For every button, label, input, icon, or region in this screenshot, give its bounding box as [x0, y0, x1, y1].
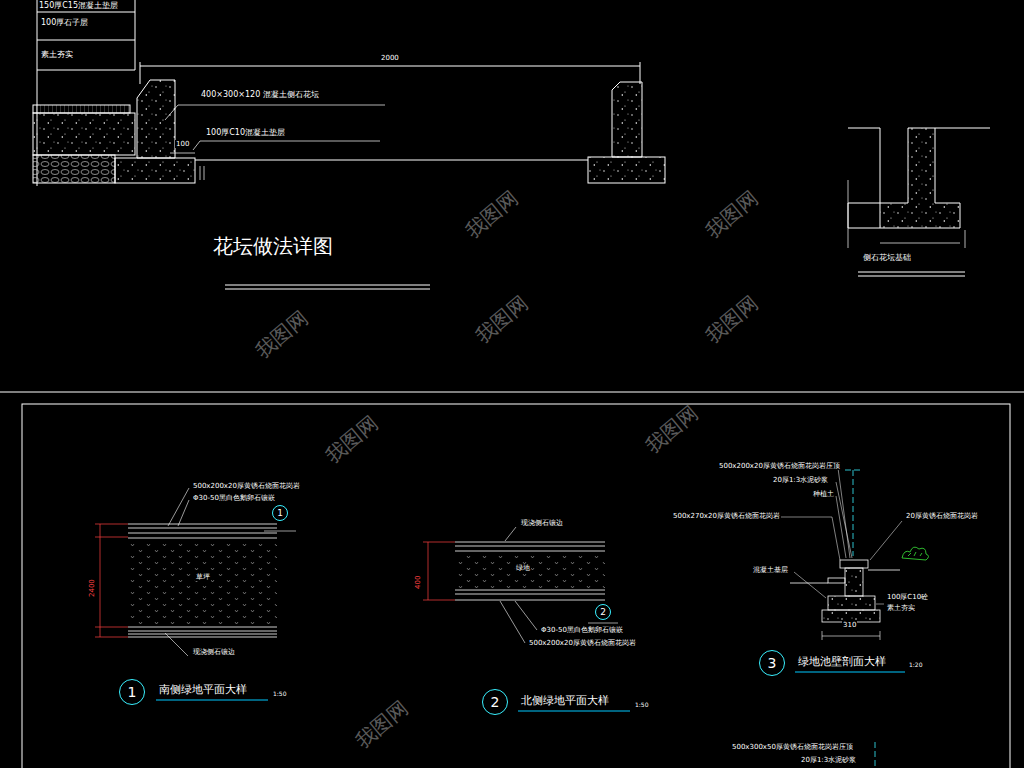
detail-title: 侧石花坛基础: [862, 253, 912, 263]
material-note: 100厚C10砼: [886, 593, 929, 601]
material-note: 混凝土基层: [752, 566, 789, 574]
watermark: 我图网: [320, 410, 383, 468]
part-note: 100厚C10混凝土垫层: [205, 128, 286, 138]
layer-note: 素土夯实: [40, 50, 74, 60]
material-note: 500x270x20厚黄锈石烧面花岗岩: [672, 512, 781, 520]
sheet-frame: [22, 404, 1010, 768]
material-note: 20厚1:3水泥砂浆: [772, 476, 829, 484]
area-label: 绿地: [515, 564, 531, 572]
callout-circle: 1: [119, 679, 145, 705]
material-note: Φ30-50黑白色鹅卵石镶嵌: [192, 494, 276, 502]
material-note: 现浇侧石镶边: [192, 648, 236, 656]
area-label: 草坪: [195, 573, 211, 581]
watermark: 我图网: [250, 305, 313, 363]
callout-number: 2: [600, 608, 606, 617]
material-note: 500x300x50厚黄锈石烧面花岗岩压顶: [731, 743, 854, 751]
watermark: 我图网: [700, 185, 763, 243]
material-note: 500x200x20厚黄锈石烧面花岗岩: [192, 482, 301, 490]
detail-title: 绿地池壁剖面大样: [797, 655, 887, 668]
dimension-lines: [95, 524, 455, 637]
pool-wall-section: [779, 468, 902, 640]
material-note: 素土夯实: [886, 604, 916, 612]
watermark: 我图网: [640, 400, 703, 458]
scale-text: 1:50: [272, 690, 287, 697]
section-symbol: 1: [272, 505, 288, 521]
sheet-divider: [0, 392, 1024, 393]
axis-lines: [845, 470, 875, 768]
dimension-text: 2000: [380, 54, 400, 62]
scale-text: 1:20: [908, 661, 923, 668]
south-green-plan: [128, 488, 296, 656]
watermark: 我图网: [460, 185, 523, 243]
material-note: 20厚1:3水泥砂浆: [800, 756, 857, 764]
callout-circle: 3: [759, 650, 785, 676]
dimension-text: 400: [414, 575, 422, 590]
callout-number: 3: [768, 656, 777, 670]
shrub-symbol: [902, 547, 929, 560]
callout-number: 2: [491, 695, 500, 709]
dimension-text: 100: [175, 140, 190, 148]
material-note: Φ30-50黑白色鹅卵石镶嵌: [540, 626, 624, 634]
watermark: 我图网: [350, 695, 413, 753]
watermark: 我图网: [470, 290, 533, 348]
scale-text: 1:50: [634, 701, 649, 708]
watermark: 我图网: [700, 290, 763, 348]
layer-note: 150厚C15混凝土垫层: [38, 1, 119, 11]
section-symbol: 2: [595, 604, 611, 620]
dimension-text: 310: [842, 621, 857, 629]
detail-title: 南侧绿地平面大样: [158, 683, 248, 696]
material-note: 20厚黄锈石烧面花岗岩: [905, 512, 979, 520]
callout-number: 1: [128, 685, 137, 699]
detail-title: 北侧绿地平面大样: [520, 694, 610, 707]
callout-circle: 2: [482, 689, 508, 715]
flower-bed-section: [33, 0, 990, 289]
material-note: 500x200x20厚黄锈石烧面花岗岩: [528, 639, 637, 647]
layer-note: 100厚石子层: [40, 18, 89, 28]
material-note: 500x200x20厚黄锈石烧面花岗岩压顶: [718, 462, 841, 470]
material-note: 现浇侧石镶边: [520, 519, 564, 527]
title-underlines: [156, 672, 905, 711]
material-note: 种植土: [812, 490, 835, 498]
callout-number: 1: [277, 509, 283, 518]
dimension-text: 2400: [88, 578, 96, 598]
part-note: 400×300×120 混凝土侧石花坛: [200, 90, 320, 100]
drawing-title: 花坛做法详图: [213, 234, 333, 258]
